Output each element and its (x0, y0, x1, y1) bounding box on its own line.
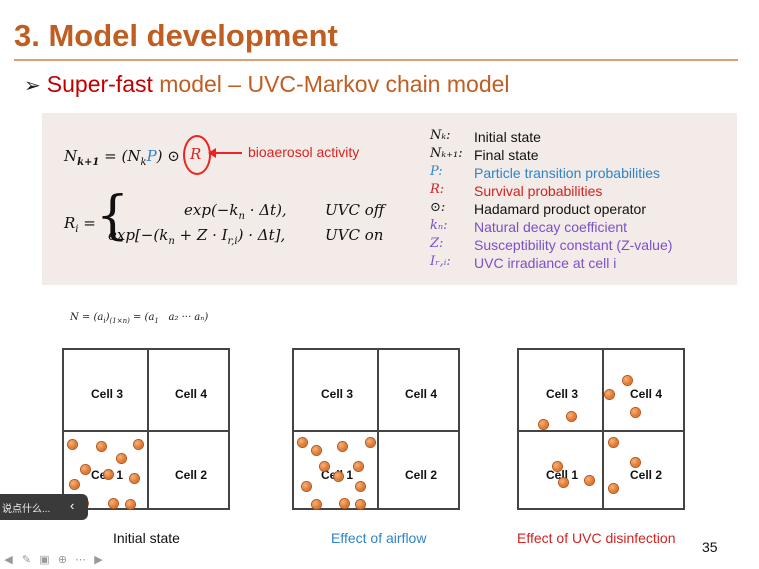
bioaerosol-label: bioaerosol activity (248, 144, 360, 160)
subtitle-highlight: Super-fast (46, 71, 153, 97)
cell-2-label: Cell 2 (405, 468, 438, 482)
case-uvc-off: exp(−kn · Δt), (184, 201, 287, 222)
particle (312, 500, 321, 509)
ri-lhs: Ri = (64, 214, 96, 235)
particle (605, 390, 614, 399)
prev-slide-icon[interactable]: ◀ (4, 554, 13, 566)
particle (539, 420, 548, 429)
cell-2-label: Cell 2 (630, 468, 663, 482)
equation-markov: Nk+1 = (NkP) ⊙ (64, 147, 180, 168)
state-vector-definition: N = (ai)(1×n) = (a1 a₂ ··· aₙ) (70, 312, 209, 325)
pen-icon[interactable]: ✎ (21, 554, 32, 566)
particle (334, 472, 343, 481)
subtitle-rest: model – UVC-Markov chain model (152, 71, 510, 97)
particle (623, 376, 632, 385)
cell-3-label: Cell 3 (546, 387, 579, 401)
particle (609, 484, 618, 493)
particle (567, 412, 576, 421)
grid-uvc-disinfection: Cell 3 Cell 4 Cell 1 Cell 2 (517, 348, 685, 510)
particle (68, 440, 77, 449)
particle (356, 500, 365, 509)
slides-icon[interactable]: ▣ (39, 554, 50, 566)
zoom-icon[interactable]: ⊕ (57, 554, 68, 566)
particle (356, 482, 365, 491)
cell-1-label: Cell 1 (546, 468, 579, 482)
grid-initial-state: Cell 3 Cell 4 Cell 1 Cell 2 (62, 348, 230, 510)
annotation-arrow (212, 152, 242, 154)
particle (338, 442, 347, 451)
particle (134, 440, 143, 449)
particle (97, 442, 106, 451)
particle (631, 458, 640, 467)
title-divider (14, 59, 738, 61)
piecewise-brace: { (96, 186, 130, 246)
cond-uvc-on: UVC on (325, 226, 384, 244)
chevron-left-icon[interactable]: ‹ (70, 498, 75, 513)
slide-title: 3. Model development (14, 18, 338, 53)
particle (312, 446, 321, 455)
particle (126, 500, 135, 509)
particle (354, 462, 363, 471)
particle (559, 478, 568, 487)
cell-4-label: Cell 4 (630, 387, 663, 401)
cell-4-label: Cell 4 (175, 387, 208, 401)
particle (109, 499, 118, 508)
page-number: 35 (702, 539, 718, 555)
particle (366, 438, 375, 447)
next-slide-icon[interactable]: ▶ (94, 554, 103, 566)
caption-uvc: Effect of UVC disinfection (517, 530, 676, 546)
particle (130, 474, 139, 483)
cell-4-label: Cell 4 (405, 387, 438, 401)
particle (104, 470, 113, 479)
particle (320, 462, 329, 471)
cond-uvc-off: UVC off (325, 201, 385, 219)
particle (298, 438, 307, 447)
particle (70, 480, 79, 489)
cell-3-label: Cell 3 (91, 387, 124, 401)
slide-subtitle: ➢Super-fast model – UVC-Markov chain mod… (24, 71, 510, 98)
arrow-head-icon (208, 148, 216, 158)
cell-2-label: Cell 2 (175, 468, 208, 482)
case-uvc-on: exp[−(kn + Z · Ir,i) · Δt], (108, 226, 286, 247)
particle (585, 476, 594, 485)
particle (553, 462, 562, 471)
more-icon[interactable]: ⋯ (75, 554, 86, 566)
bullet-arrow-icon: ➢ (24, 75, 41, 97)
grid-airflow: Cell 3 Cell 4 Cell 1 Cell 2 (292, 348, 460, 510)
caption-airflow: Effect of airflow (331, 530, 427, 546)
particle (302, 482, 311, 491)
caption-initial: Initial state (113, 530, 180, 546)
chat-placeholder: 说点什么... (2, 504, 51, 515)
equation-r-symbol: R (190, 145, 202, 163)
particle (631, 408, 640, 417)
particle (81, 465, 90, 474)
presenter-toolbar: ◀ ✎ ▣ ⊕ ⋯ ▶ (0, 552, 110, 569)
cell-3-label: Cell 3 (321, 387, 354, 401)
particle (117, 454, 126, 463)
particle (609, 438, 618, 447)
chat-input-overlay[interactable]: 说点什么... ‹ (0, 494, 88, 520)
equation-panel (42, 113, 737, 285)
particle (340, 499, 349, 508)
